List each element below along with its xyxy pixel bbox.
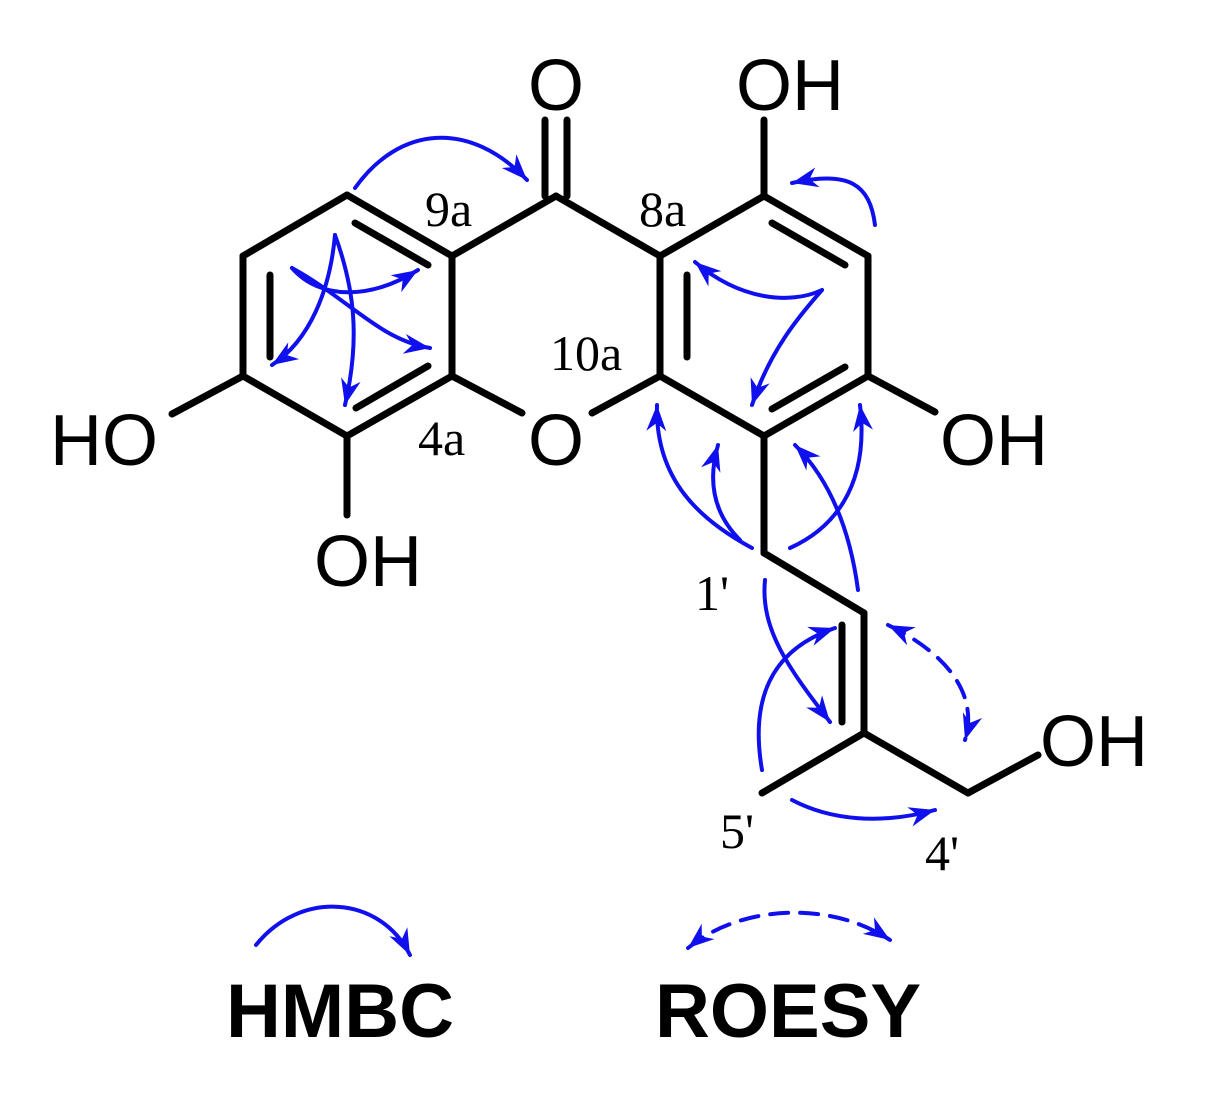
roesy-correlations bbox=[886, 623, 983, 742]
position-label-8a: 8a bbox=[639, 181, 686, 237]
atom-labels: O O OH OH HO OH OH bbox=[50, 46, 1148, 782]
hmbc-arrow bbox=[756, 626, 837, 772]
legend-hmbc-label: HMBC bbox=[226, 969, 454, 1054]
legend: HMBC ROESY bbox=[226, 904, 921, 1054]
hmbc-correlations bbox=[270, 135, 937, 827]
legend-roesy-arrow bbox=[686, 910, 892, 950]
bond bbox=[860, 729, 972, 797]
bond bbox=[656, 192, 768, 260]
arrowhead bbox=[390, 270, 418, 293]
arrowhead bbox=[907, 807, 935, 827]
ring-oxygen-label: O bbox=[528, 401, 584, 481]
hmbc-arrow bbox=[654, 403, 754, 550]
bond bbox=[168, 372, 247, 418]
bond bbox=[588, 372, 664, 417]
position-label-1-prime: 1' bbox=[695, 565, 729, 621]
bond bbox=[448, 372, 526, 417]
bond bbox=[239, 372, 351, 440]
bond bbox=[343, 372, 456, 440]
bond bbox=[964, 751, 1042, 797]
arrowhead bbox=[888, 625, 916, 646]
arrowhead bbox=[389, 927, 410, 955]
hmbc-arrow bbox=[750, 288, 824, 407]
roesy-arrow bbox=[886, 623, 971, 742]
hydroxyl-bottom-label: OH bbox=[314, 522, 422, 602]
bond bbox=[760, 192, 872, 260]
bond bbox=[864, 372, 939, 416]
hmbc-arrow bbox=[790, 798, 937, 821]
arrowhead bbox=[646, 405, 667, 432]
arrowhead bbox=[795, 445, 821, 471]
bond-skeleton bbox=[168, 116, 1042, 797]
arrowhead bbox=[341, 377, 361, 405]
position-label-4-prime: 4' bbox=[925, 825, 959, 881]
legend-roesy-label: ROESY bbox=[655, 969, 921, 1054]
arrowhead bbox=[750, 377, 770, 405]
arrowhead bbox=[792, 167, 820, 188]
hmbc-arrow bbox=[353, 135, 529, 190]
position-label-5-prime: 5' bbox=[720, 803, 754, 859]
hmbc-arrow bbox=[254, 904, 412, 957]
hydroxyl-top-right-label: OH bbox=[736, 46, 844, 126]
hmbc-arrow bbox=[270, 233, 337, 367]
arrowhead bbox=[962, 712, 983, 740]
arrowhead bbox=[701, 445, 721, 473]
double-bond bbox=[352, 362, 432, 412]
arrowhead bbox=[862, 917, 890, 940]
double-bond bbox=[351, 219, 432, 269]
arrowhead bbox=[853, 405, 873, 432]
hmbc-arrow bbox=[793, 443, 860, 592]
hydroxyl-right-label: OH bbox=[940, 401, 1048, 481]
double-bond bbox=[768, 219, 849, 269]
bond bbox=[552, 192, 664, 260]
carbonyl-oxygen-label: O bbox=[528, 46, 584, 126]
arrowhead bbox=[272, 342, 300, 365]
position-label-10a: 10a bbox=[550, 325, 622, 381]
bond bbox=[343, 191, 456, 260]
position-label-9a: 9a bbox=[425, 181, 472, 237]
arrowhead bbox=[806, 695, 830, 722]
roesy-arrow bbox=[686, 910, 892, 950]
bond bbox=[239, 191, 351, 260]
bond bbox=[448, 192, 560, 260]
arrowhead bbox=[807, 626, 835, 646]
arrowhead bbox=[695, 262, 722, 287]
legend-hmbc-arrow bbox=[254, 904, 412, 957]
hydroxyl-left-label: HO bbox=[50, 401, 158, 481]
position-label-4a: 4a bbox=[418, 410, 465, 466]
arrowhead bbox=[501, 154, 527, 180]
double-bond bbox=[768, 363, 849, 413]
bond bbox=[656, 372, 768, 440]
hmbc-arrow bbox=[693, 260, 824, 300]
arrowhead bbox=[688, 923, 715, 948]
position-labels: 9a 8a 10a 4a 1' 5' 4' bbox=[418, 181, 959, 881]
hmbc-arrow bbox=[333, 233, 356, 407]
bond bbox=[760, 549, 868, 617]
hmbc-arrow bbox=[788, 403, 864, 550]
bond bbox=[758, 729, 868, 797]
arrowhead bbox=[402, 334, 430, 354]
bond bbox=[760, 372, 872, 440]
hmbc-arrow bbox=[762, 578, 832, 724]
hydroxyl-side-chain-label: OH bbox=[1040, 702, 1148, 782]
